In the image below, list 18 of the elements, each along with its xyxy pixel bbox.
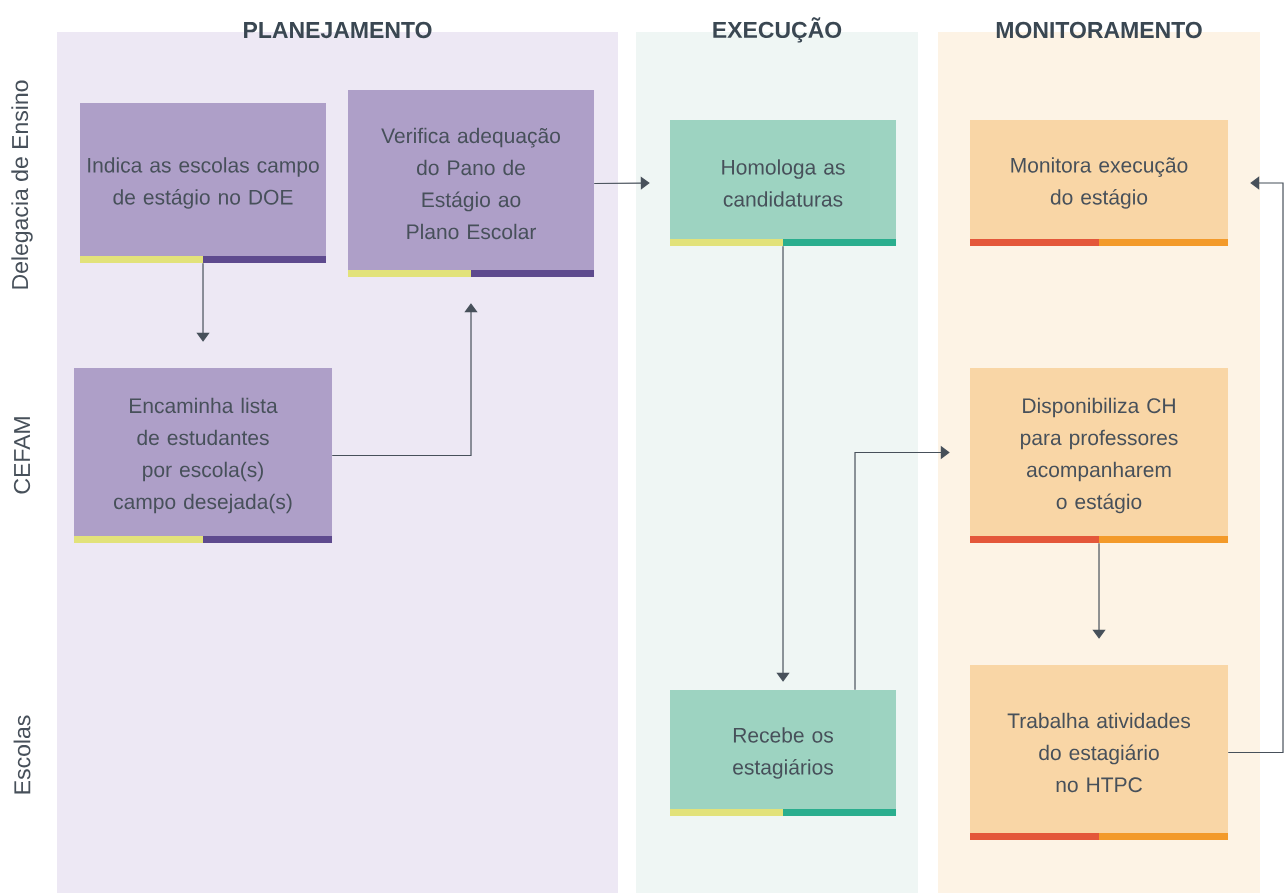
process-box: Disponibiliza CH para professores acompanharem o estágio xyxy=(970,368,1228,543)
row-label: CEFAM xyxy=(13,417,31,494)
process-box: Verifica adequação do Pano de Estágio ao Plano Escolar xyxy=(348,90,594,277)
process-box: Encaminha lista de estudantes por escola(s) campo desejada(s) xyxy=(74,368,332,543)
process-box: Indica as escolas campo de estágio no DOE xyxy=(80,103,326,263)
row-label: Delegacia de Ensino xyxy=(11,80,33,289)
arrow xyxy=(593,176,650,190)
arrow xyxy=(1092,542,1106,639)
process-box: Recebe os estagiários xyxy=(670,690,896,816)
row-label: Escolas xyxy=(13,715,31,794)
arrow xyxy=(776,245,790,682)
arrow xyxy=(1227,176,1284,754)
arrow xyxy=(196,262,210,342)
arrow xyxy=(331,303,478,457)
process-box: Trabalha atividades do estagiário no HTPC xyxy=(970,665,1228,840)
arrow xyxy=(854,445,950,691)
process-box: Monitora execução do estágio xyxy=(970,120,1228,246)
process-box: Homologa as candidaturas xyxy=(670,120,896,246)
